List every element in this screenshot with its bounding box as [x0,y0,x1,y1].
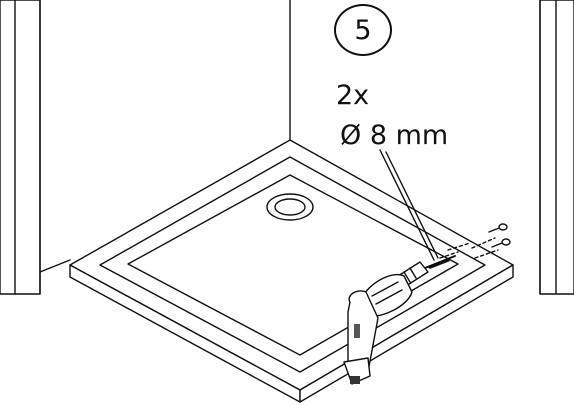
wall-anchor-top [488,223,508,233]
tray-outer-rim [69,139,514,391]
tray-basin [127,174,459,356]
quantity-label: 2x [336,80,370,111]
callout-leader-line-2 [385,151,439,259]
drill-hole-marks [439,237,499,259]
left-wall-panel [0,0,41,295]
power-drill-icon [343,255,456,385]
wall-anchor-bottom [491,238,511,248]
step-number: 5 [354,14,372,46]
drain-inner [274,198,306,216]
drain-outer [266,193,314,221]
wall-floor-left-line [39,259,71,273]
step-number-badge: 5 [334,4,392,56]
callout-leader-line [379,149,435,261]
right-wall-panel [539,0,574,295]
drill-size-label: Ø 8 mm [340,120,449,151]
tray-inner-rim [99,156,486,373]
shower-tray [69,139,514,403]
